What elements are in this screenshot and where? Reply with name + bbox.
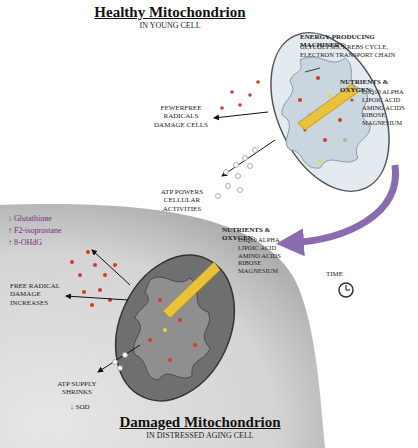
callout-text: ATP SUPPLY SHRINKS	[52, 380, 102, 397]
aging-cell-ground	[0, 204, 325, 448]
nutrient-arrow	[163, 262, 220, 318]
callout-text: ATP POWERS CELLULAR ACTIVITIES	[148, 188, 216, 213]
callout-text: CoQ10 ALPHA LIPOIC ACID AMINO ACIDS RIBO…	[238, 236, 290, 275]
marker-label: ↑ 8-OHdG	[8, 238, 98, 248]
callout-text: FREE RADICAL DAMAGE INCREASES	[10, 282, 62, 307]
radical-arrow	[66, 296, 128, 300]
time-label: TIME	[326, 270, 366, 278]
atp-dots	[113, 353, 128, 371]
radical-arrow	[92, 250, 130, 285]
radical-arrow	[214, 112, 268, 118]
atp-arrow	[222, 140, 275, 176]
callout-text: GLYCOLYSIS, KREBS CYCLE, ELECTRON TRANSP…	[300, 43, 412, 59]
heading: Healthy Mitochondrion	[70, 3, 270, 21]
callout-text: ↓ SOD	[60, 403, 100, 411]
subheading: IN YOUNG CELL	[70, 21, 270, 31]
heading: Damaged Mitochondrion	[80, 413, 320, 431]
leader-line	[305, 68, 320, 72]
time-arrow	[290, 165, 396, 243]
clock-icon	[339, 283, 353, 297]
callout-text: CoQ10 ALPHA LIPOIC ACID AMINO ACIDS RIBO…	[362, 88, 414, 127]
subheading: IN DISTRESSED AGING CELL	[80, 431, 320, 441]
marker-label: ↑ F2-isoprostane	[8, 226, 98, 236]
atp-arrow	[98, 345, 140, 372]
atp-dots	[216, 148, 258, 199]
callout-text: FEWERFREE RADICALS DAMAGE CELLS	[150, 104, 212, 129]
marker-label: ↓ Glutathione	[8, 214, 98, 224]
damaged-mitochondrion	[70, 236, 257, 420]
